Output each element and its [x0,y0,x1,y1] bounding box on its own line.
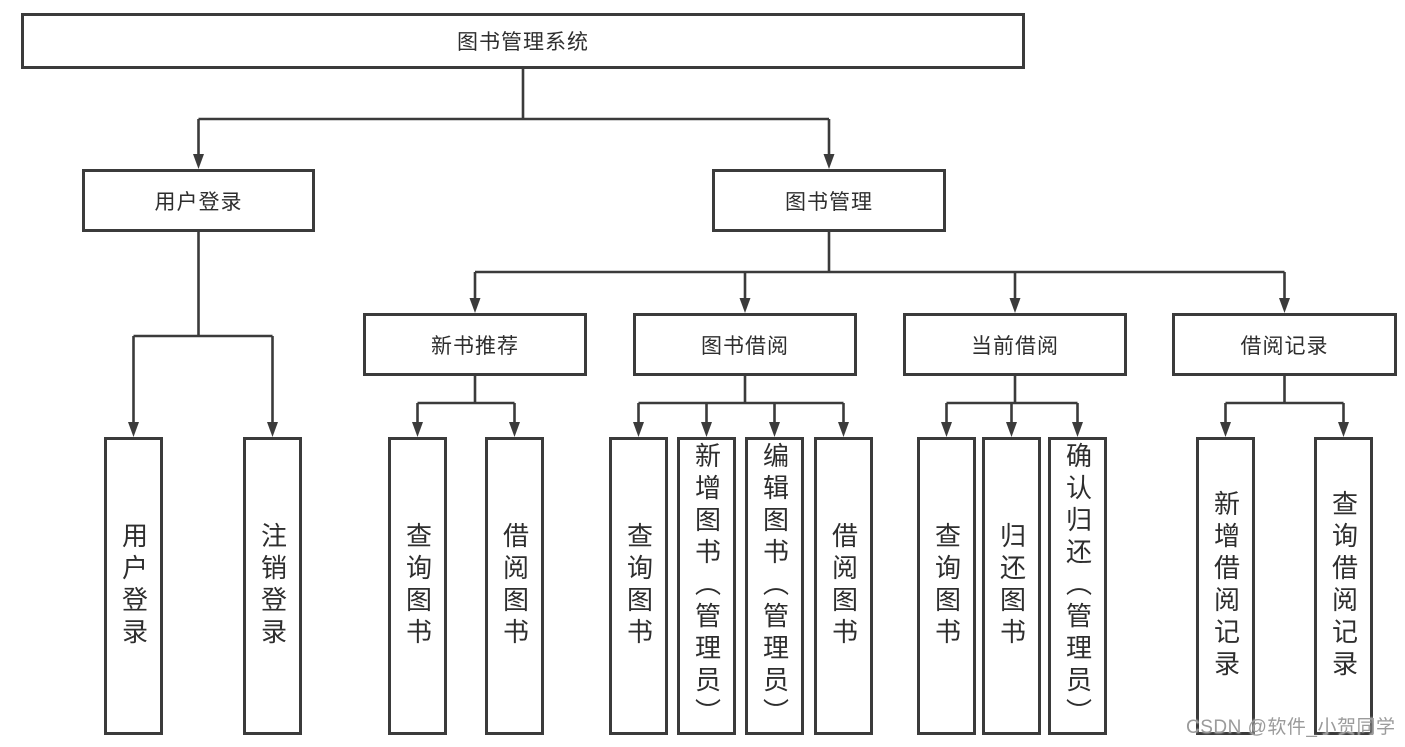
leaf-confirm-return-admin-label: 确认归还（管理员） [1062,442,1093,730]
leaf-confirm-return-admin: 确认归还（管理员） [1048,437,1107,735]
leaf-query-books-recommend: 查询图书 [388,437,447,735]
node-current-borrowing: 当前借阅 [903,313,1127,376]
leaf-query-borrow-record: 查询借阅记录 [1314,437,1373,735]
node-book-borrowing-label: 图书借阅 [701,334,789,358]
leaf-query-books-borrowing-label: 查询图书 [623,522,654,650]
leaf-query-books-current: 查询图书 [917,437,976,735]
leaf-edit-book-admin-label: 编辑图书（管理员） [759,442,790,730]
leaf-user-login-label: 用户登录 [118,522,149,650]
leaf-add-book-admin-label: 新增图书（管理员） [691,442,722,730]
leaf-borrow-books-recommend: 借阅图书 [485,437,544,735]
node-borrowing-records: 借阅记录 [1172,313,1397,376]
leaf-logout: 注销登录 [243,437,302,735]
leaf-query-borrow-record-label: 查询借阅记录 [1328,490,1359,682]
leaf-edit-book-admin: 编辑图书（管理员） [745,437,804,735]
leaf-user-login: 用户登录 [104,437,163,735]
node-user-login-label: 用户登录 [154,190,243,214]
leaf-add-book-admin: 新增图书（管理员） [677,437,736,735]
leaf-return-books: 归还图书 [982,437,1041,735]
leaf-query-books-borrowing: 查询图书 [609,437,668,735]
node-borrowing-records-label: 借阅记录 [1240,334,1329,358]
node-current-borrowing-label: 当前借阅 [971,334,1059,358]
node-new-book-recommendation-label: 新书推荐 [431,334,519,358]
watermark: CSDN @软件_小贺同学 [1186,717,1396,738]
node-book-management-label: 图书管理 [785,190,873,214]
leaf-borrow-books-borrowing-label: 借阅图书 [828,522,859,650]
leaf-return-books-label: 归还图书 [996,522,1027,650]
node-book-management: 图书管理 [712,169,946,232]
node-root-label: 图书管理系统 [457,31,589,54]
leaf-query-books-current-label: 查询图书 [931,522,962,650]
node-root: 图书管理系统 [21,13,1025,69]
leaf-add-borrow-record-label: 新增借阅记录 [1210,490,1241,682]
leaf-logout-label: 注销登录 [257,522,288,650]
node-new-book-recommendation: 新书推荐 [363,313,587,376]
leaf-borrow-books-recommend-label: 借阅图书 [499,522,530,650]
node-user-login: 用户登录 [82,169,315,232]
leaf-query-books-recommend-label: 查询图书 [402,522,433,650]
node-book-borrowing: 图书借阅 [633,313,857,376]
leaf-borrow-books-borrowing: 借阅图书 [814,437,873,735]
leaf-add-borrow-record: 新增借阅记录 [1196,437,1255,735]
